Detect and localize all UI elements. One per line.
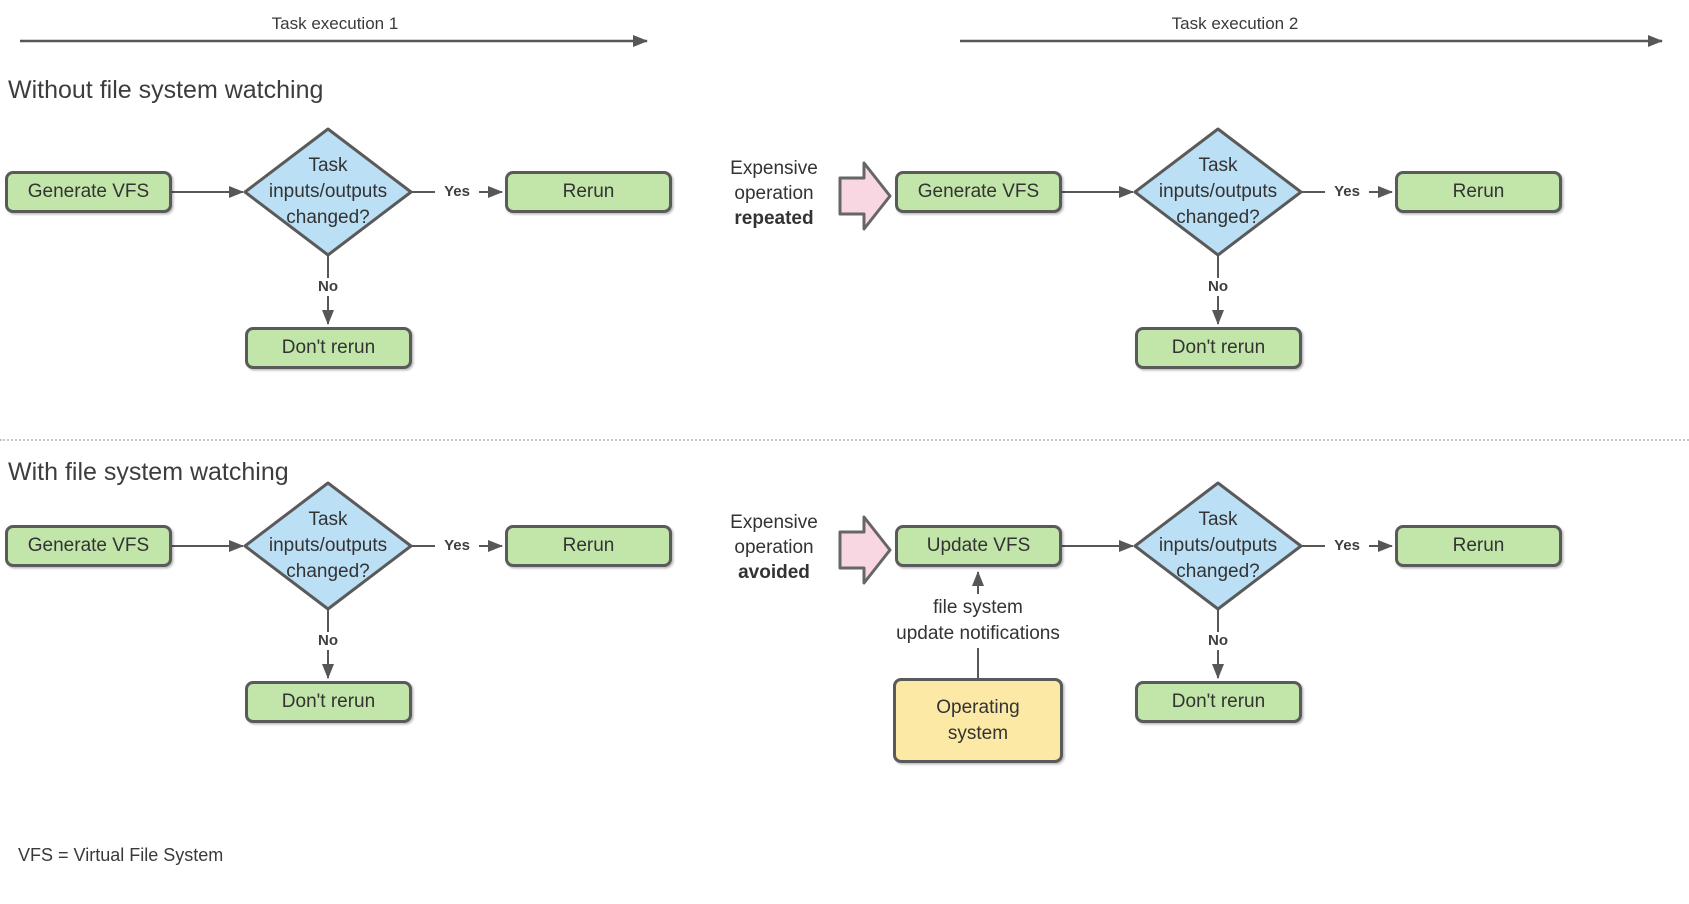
node-dont-rerun: Don't rerun [1135,681,1302,723]
node-dont-rerun: Don't rerun [1135,327,1302,369]
decision-line: changed? [1176,207,1260,228]
no-edge-label: No [306,632,350,650]
decision-line: changed? [286,561,370,582]
node-generate-vfs: Generate VFS [895,171,1062,213]
decision-line: Task [308,155,348,176]
section-divider [0,439,1689,441]
node-label: Don't rerun [1171,691,1266,712]
vfs-footnote: VFS = Virtual File System [18,845,224,865]
decision-line: Task [1198,509,1238,530]
node-label: Rerun [1452,535,1505,556]
node-label: Generate VFS [27,535,150,556]
decision-line: inputs/outputs [268,535,388,556]
yes-edge-label: Yes [1325,537,1369,555]
node-generate-vfs: Generate VFS [5,525,172,567]
node-operating-system: Operating system [893,678,1063,763]
decision-line: inputs/outputs [268,181,388,202]
annotation-emphasis: repeated [734,208,814,229]
node-label: Don't rerun [281,337,376,358]
annotation-emphasis: avoided [738,562,810,583]
node-label: Rerun [562,181,615,202]
expensive-operation-arrow [838,515,892,585]
yes-edge-label: Yes [435,537,479,555]
node-label: system [947,722,1009,744]
yes-edge-label: Yes [1325,183,1369,201]
annotation-line: operation [734,537,814,558]
decision-label: Task inputs/outputs changed? [248,507,408,585]
decision-line: inputs/outputs [1158,535,1278,556]
node-rerun: Rerun [505,525,672,567]
node-label: Update VFS [926,535,1031,556]
section-heading-without-watching: Without file system watching [8,76,324,104]
node-label: Don't rerun [1171,337,1266,358]
decision-label: Task inputs/outputs changed? [248,153,408,231]
annotation-line: Expensive [730,512,818,533]
no-edge-label: No [306,278,350,296]
section-heading-with-watching: With file system watching [8,458,289,486]
no-edge-label: No [1196,632,1240,650]
notification-line: update notifications [896,623,1060,644]
node-update-vfs: Update VFS [895,525,1062,567]
node-label: Operating [936,696,1020,718]
annotation-expensive-repeated: Expensive operation repeated [712,156,836,231]
node-rerun: Rerun [505,171,672,213]
node-label: Generate VFS [917,181,1040,202]
node-label: Rerun [562,535,615,556]
node-label: Don't rerun [281,691,376,712]
task-execution-2-label: Task execution 2 [1171,14,1299,33]
decision-line: changed? [1176,561,1260,582]
node-generate-vfs: Generate VFS [5,171,172,213]
notification-label: file system update notifications [858,595,1098,647]
node-label: Generate VFS [27,181,150,202]
task-execution-1-label: Task execution 1 [271,14,399,33]
node-dont-rerun: Don't rerun [245,681,412,723]
decision-line: Task [308,509,348,530]
decision-label: Task inputs/outputs changed? [1138,507,1298,585]
yes-edge-label: Yes [435,183,479,201]
annotation-line: Expensive [730,158,818,179]
decision-label: Task inputs/outputs changed? [1138,153,1298,231]
expensive-operation-arrow [838,161,892,231]
node-dont-rerun: Don't rerun [245,327,412,369]
decision-line: inputs/outputs [1158,181,1278,202]
annotation-expensive-avoided: Expensive operation avoided [712,510,836,585]
decision-line: Task [1198,155,1238,176]
no-edge-label: No [1196,278,1240,296]
notification-line: file system [933,597,1023,618]
node-rerun: Rerun [1395,525,1562,567]
node-label: Rerun [1452,181,1505,202]
annotation-line: operation [734,183,814,204]
node-rerun: Rerun [1395,171,1562,213]
decision-line: changed? [286,207,370,228]
